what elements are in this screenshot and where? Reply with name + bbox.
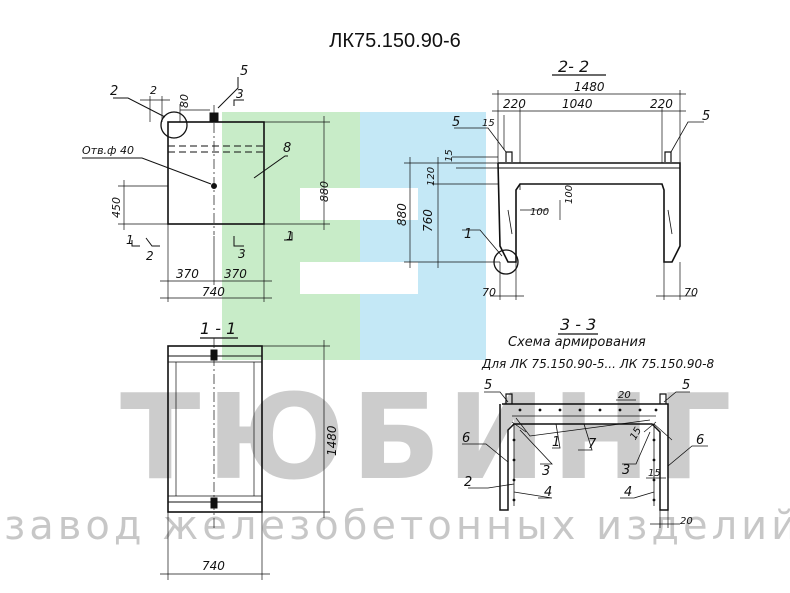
plan-dim-740: 740 [202, 285, 225, 299]
plan-view [82, 77, 330, 302]
plan-dim-2: 2 [150, 84, 157, 97]
section-2-2-label: 2- 2 [558, 57, 589, 76]
section-2-2 [404, 74, 704, 300]
s33-callout-5b: 5 [682, 378, 690, 393]
section-3-3-outline [499, 403, 669, 511]
logo-white-cutout-left-b [300, 262, 360, 294]
logo-blue-block [360, 112, 486, 360]
logo-green-stem [300, 220, 324, 262]
s33-callout-6a: 6 [462, 431, 470, 446]
s22-dim-760: 760 [421, 209, 435, 232]
plan-dim-880: 880 [318, 181, 331, 202]
s33-dim-20a: 20 [618, 390, 631, 401]
section-3-3 [462, 333, 708, 528]
s22-dim-220a: 220 [503, 97, 526, 111]
s11-dim-740: 740 [202, 559, 225, 573]
watermark-tagline: завод железобетонных изделий [4, 503, 790, 549]
section-1-1-label: 1 - 1 [200, 319, 236, 338]
s33-callout-6b: 6 [696, 433, 704, 448]
s33-callout-3b: 3 [622, 463, 630, 478]
s33-callout-3a: 3 [542, 464, 550, 479]
plan-hole-label: Отв.ф 40 [82, 144, 134, 157]
s11-dim-1480: 1480 [325, 425, 339, 456]
plan-callout-5: 5 [240, 64, 248, 79]
plan-dim-370a: 370 [176, 267, 199, 281]
s33-callout-4b: 4 [624, 485, 632, 500]
plan-section-1b: 1 [286, 229, 294, 243]
s33-callout-7: 7 [588, 437, 597, 452]
s22-dim-70a: 70 [482, 286, 496, 299]
plan-dim-450: 450 [110, 197, 123, 218]
plan-dim-370b: 370 [224, 267, 247, 281]
plan-callout-2: 2 [110, 84, 118, 99]
leader-hole [82, 157, 212, 185]
s22-dim-1480: 1480 [574, 80, 605, 94]
section-3-3-label: 3 - 3 [560, 315, 596, 334]
plan-callout-8: 8 [283, 141, 291, 156]
s33-applies-to: Для ЛК 75.150.90-5... ЛК 75.150.90-8 [481, 357, 714, 371]
s33-callout-2: 2 [464, 475, 472, 490]
s22-callout-5a: 5 [452, 115, 460, 130]
section-1-1 [160, 337, 330, 580]
section-2-2-outline [497, 162, 681, 263]
plan-section-2: 2 [146, 249, 154, 263]
plan-dim-80: 80 [178, 94, 191, 108]
drawing-title: ЛК75.150.90-6 [329, 30, 461, 52]
s33-callout-1: 1 [552, 435, 560, 450]
s33-callout-5a: 5 [484, 378, 492, 393]
s22-dim-220b: 220 [650, 97, 673, 111]
s22-dim-15b: 15 [444, 149, 455, 162]
plan-detail-circle [160, 111, 188, 139]
logo-green-block [222, 112, 360, 360]
s22-callout-1: 1 [464, 227, 472, 242]
s33-dim-15b: 15 [648, 468, 661, 479]
s22-callout-5b: 5 [702, 109, 710, 124]
s22-dim-15a: 15 [482, 118, 495, 129]
plan-callout-3-top: 3 [236, 87, 244, 101]
leader-2 [113, 97, 166, 118]
s22-dim-100a: 100 [530, 207, 549, 218]
section-1-1-outline [167, 345, 263, 513]
s22-dim-120: 120 [426, 167, 437, 186]
watermark-brand: ТЮБИНГ [120, 368, 738, 506]
s22-dim-70b: 70 [684, 286, 698, 299]
logo-white-cutout-right-b [360, 262, 418, 294]
logo-white-cutout-left [300, 188, 360, 220]
plan-section-3: 3 [238, 247, 246, 261]
s33-dim-20b: 20 [680, 516, 693, 527]
s22-dim-1040: 1040 [562, 97, 593, 111]
logo-blue-stem [396, 220, 418, 262]
s33-callout-4a: 4 [544, 485, 552, 500]
plan-section-1a: 1 [126, 233, 134, 247]
leader-8 [253, 155, 288, 179]
s22-dim-880: 880 [395, 203, 409, 226]
leader-5 [217, 77, 239, 109]
logo-white-cutout-right [360, 188, 418, 220]
s22-dim-100b: 100 [564, 185, 575, 204]
s33-subtitle: Схема армирования [508, 335, 646, 350]
